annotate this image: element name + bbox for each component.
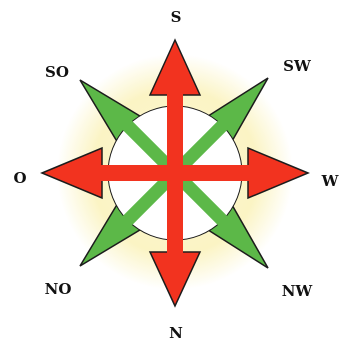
label-top-left: SO: [45, 63, 69, 81]
label-right: W: [321, 172, 340, 190]
label-top: S: [171, 8, 182, 26]
label-bottom-left: NO: [45, 280, 72, 298]
label-left: O: [13, 169, 26, 187]
label-bottom: N: [169, 324, 183, 342]
label-top-right: SW: [283, 57, 312, 75]
label-bottom-right: NW: [282, 282, 314, 300]
